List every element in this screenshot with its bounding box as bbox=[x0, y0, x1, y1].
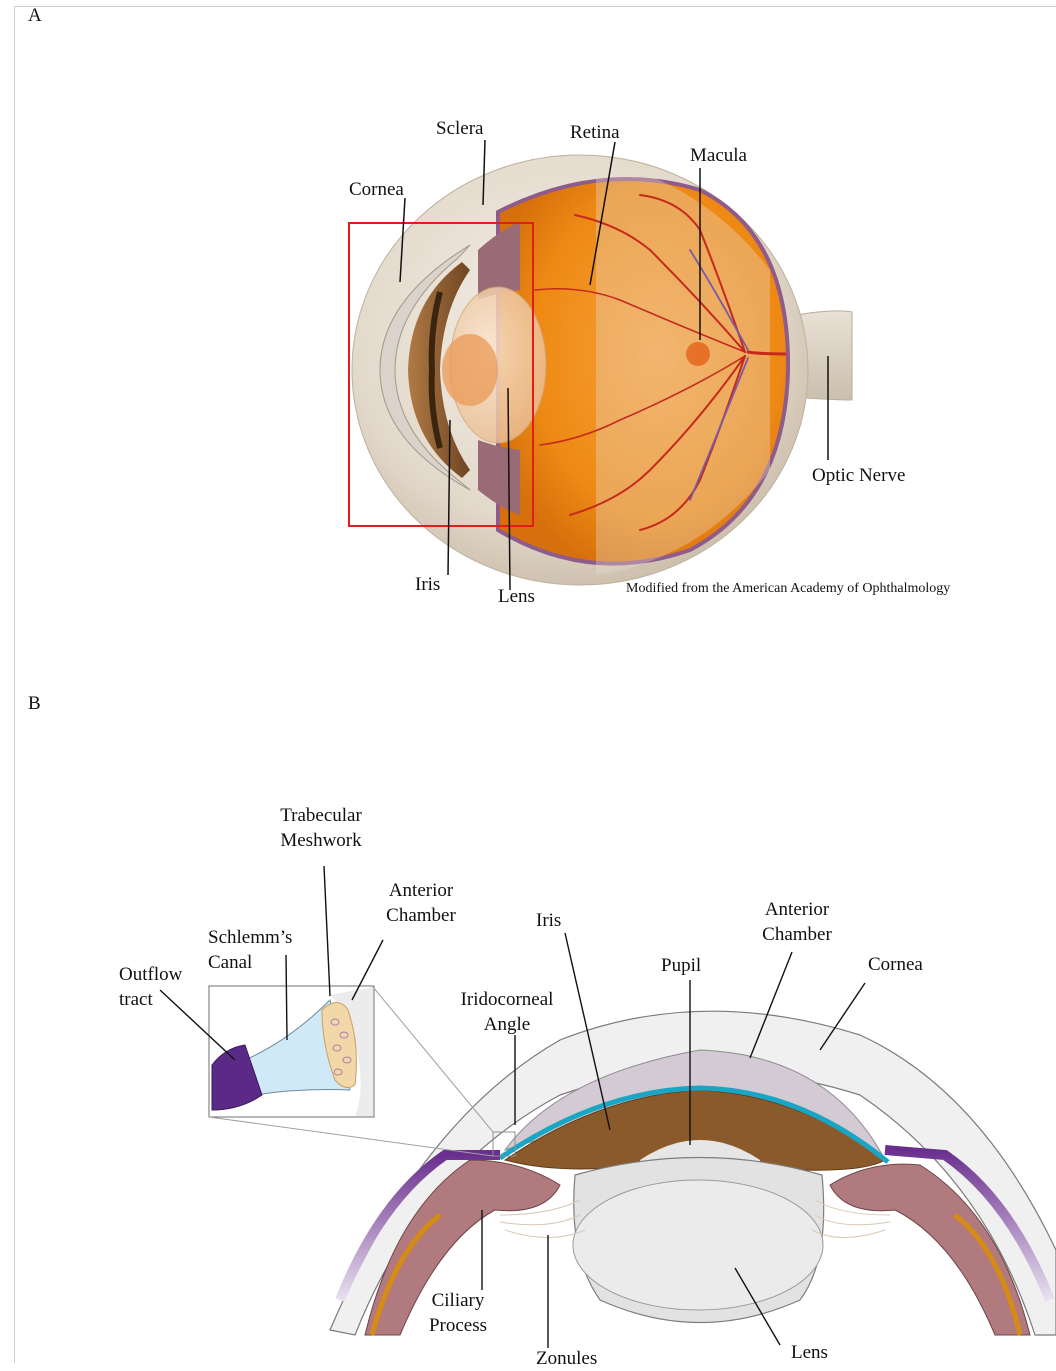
label-trabecular-line2: Meshwork bbox=[266, 828, 376, 853]
label-outflow-tract: Outflow tract bbox=[119, 962, 182, 1012]
label-zonules: Zonules bbox=[536, 1346, 597, 1371]
label-anterior-chamber-line2: Chamber bbox=[744, 922, 850, 947]
label-anterior-chamber-inset-line1: Anterior bbox=[368, 878, 474, 903]
label-ciliary-line2: Process bbox=[418, 1313, 498, 1338]
panel-b-letter: B bbox=[28, 693, 41, 715]
label-ciliary-line1: Ciliary bbox=[418, 1288, 498, 1313]
label-ciliary-process: Ciliary Process bbox=[418, 1288, 498, 1338]
label-iridocorneal-line2: Angle bbox=[452, 1012, 562, 1037]
label-schlemms-canal: Schlemm’s Canal bbox=[208, 925, 292, 975]
label-anterior-chamber-inset: Anterior Chamber bbox=[368, 878, 474, 928]
label-outflow-line2: tract bbox=[119, 987, 182, 1012]
label-schlemm-line1: Schlemm’s bbox=[208, 925, 292, 950]
label-anterior-chamber-b: Anterior Chamber bbox=[744, 897, 850, 947]
label-cornea-b: Cornea bbox=[868, 952, 923, 977]
label-lens-b: Lens bbox=[791, 1340, 828, 1365]
label-trabecular-line1: Trabecular bbox=[266, 803, 376, 828]
label-anterior-chamber-line1: Anterior bbox=[744, 897, 850, 922]
label-iris-b: Iris bbox=[536, 908, 561, 933]
label-iridocorneal-angle: Iridocorneal Angle bbox=[452, 987, 562, 1037]
label-schlemm-line2: Canal bbox=[208, 950, 292, 975]
label-outflow-line1: Outflow bbox=[119, 962, 182, 987]
label-trabecular-meshwork: Trabecular Meshwork bbox=[266, 803, 376, 853]
label-iridocorneal-line1: Iridocorneal bbox=[452, 987, 562, 1012]
label-pupil: Pupil bbox=[661, 953, 701, 978]
label-anterior-chamber-inset-line2: Chamber bbox=[368, 903, 474, 928]
